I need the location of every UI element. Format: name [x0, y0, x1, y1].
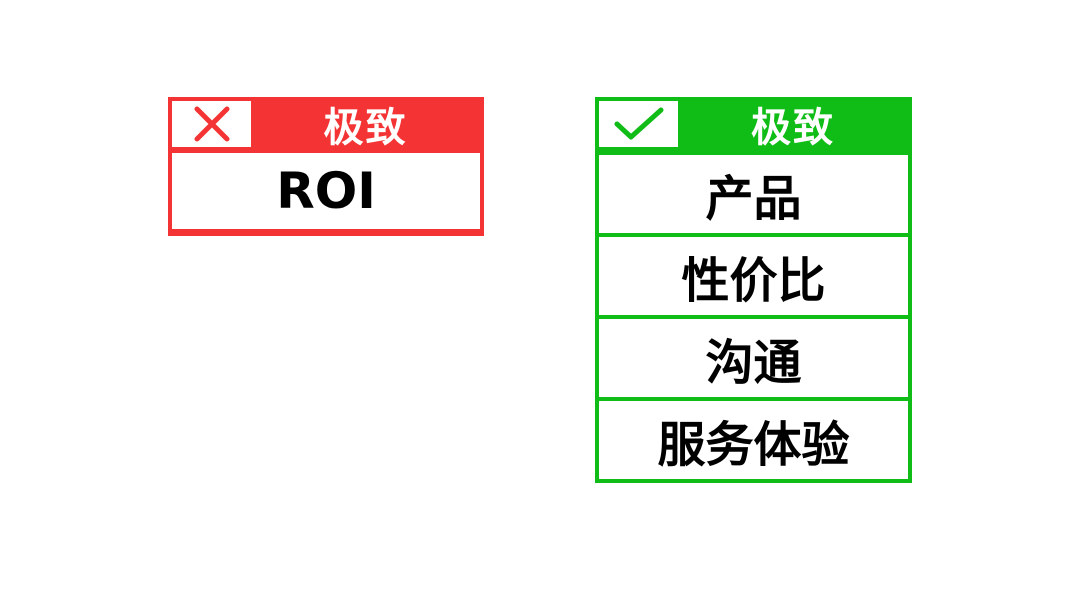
wrong-panel: 极致 ROI [168, 97, 484, 236]
check-icon [614, 107, 663, 140]
right-item-value-for-money: 性价比 [599, 237, 908, 315]
right-badge [599, 101, 678, 147]
right-item-service-experience: 服务体验 [599, 401, 908, 479]
right-panel-title: 极致 [751, 105, 835, 151]
right-item-product: 产品 [599, 155, 908, 233]
wrong-panel-title: 极致 [323, 105, 408, 151]
wrong-badge [172, 101, 251, 147]
wrong-panel-header: 极致 [172, 101, 480, 151]
wrong-item-roi: ROI [172, 153, 480, 229]
cross-icon [194, 106, 229, 142]
right-panel: 极致 产品 性价比 沟通 服务体验 [595, 97, 912, 483]
right-item-communication: 沟通 [599, 319, 908, 397]
right-panel-header: 极致 [599, 101, 908, 151]
